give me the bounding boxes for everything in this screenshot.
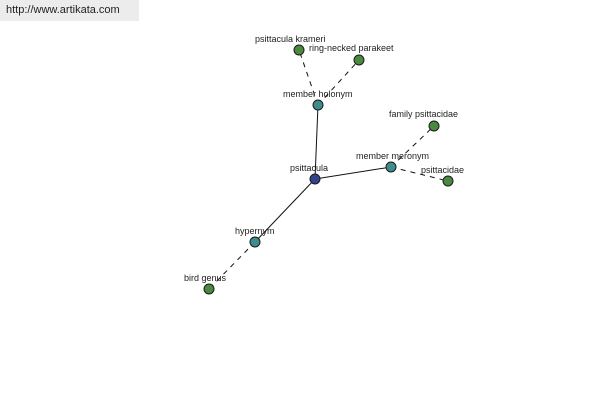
node-label-ring-necked-parakeet[interactable]: ring-necked parakeet: [309, 43, 394, 53]
node-ring-necked-parakeet[interactable]: [353, 54, 365, 66]
node-member-holonym[interactable]: [312, 99, 324, 111]
edge-psittacula-to-hypernym: [254, 178, 316, 243]
node-member-meronym[interactable]: [385, 161, 397, 173]
node-label-psittacula-krameri[interactable]: psittacula krameri: [255, 34, 326, 44]
node-bird-genus[interactable]: [203, 283, 215, 295]
node-psittacidae[interactable]: [442, 175, 454, 187]
node-label-psittacula[interactable]: psittacula: [290, 163, 328, 173]
node-hypernym[interactable]: [249, 236, 261, 248]
watermark-url[interactable]: http://www.artikata.com: [0, 0, 139, 21]
edge-psittacula-to-member-holonym: [314, 104, 319, 180]
node-psittacula-krameri[interactable]: [293, 44, 305, 56]
edge-psittacula-to-member-meronym: [314, 166, 392, 180]
node-label-family-psittacidae[interactable]: family psittacidae: [389, 109, 458, 119]
node-family-psittacidae[interactable]: [428, 120, 440, 132]
node-psittacula[interactable]: [309, 173, 321, 185]
edge-member-holonym-to-ring-necked-parakeet: [317, 59, 360, 106]
node-label-hypernym[interactable]: hypernym: [235, 226, 275, 236]
edge-hypernym-to-bird-genus: [208, 241, 256, 290]
node-label-bird-genus[interactable]: bird genus: [184, 273, 227, 283]
edges-group: [208, 49, 449, 290]
node-label-member-meronym[interactable]: member meronym: [356, 151, 429, 161]
nodes-group: psittacula member holonym member meronym hy…: [184, 34, 464, 295]
node-label-member-holonym[interactable]: member holonym: [283, 89, 353, 99]
node-label-psittacidae[interactable]: psittacidae: [421, 165, 464, 175]
